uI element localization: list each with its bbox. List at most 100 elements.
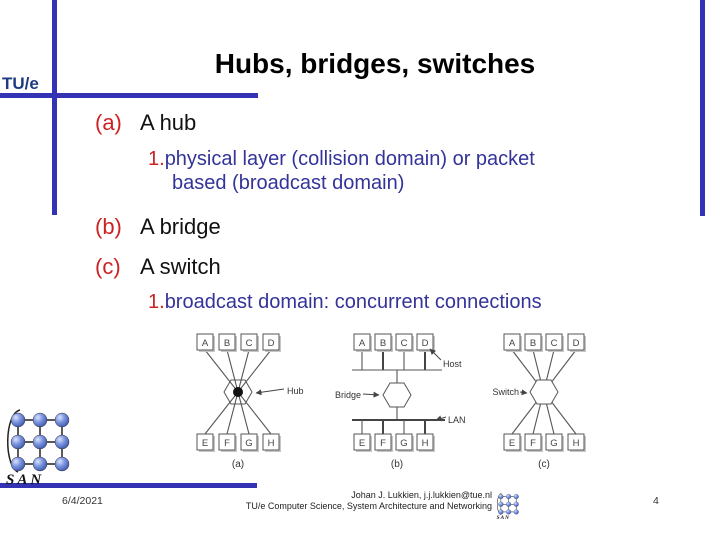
host-box: G (240, 433, 259, 452)
footer-author: Johan J. Lukkien, j.j.lukkien@tue.nl (351, 490, 492, 500)
page-number: 4 (653, 495, 659, 507)
host-letter: E (509, 438, 515, 449)
host-arrow-icon (429, 348, 442, 361)
san-logo-small-text: SAN (497, 515, 510, 521)
host-annotation: Host (443, 359, 462, 369)
host-letter: A (509, 338, 516, 349)
host-box: G (545, 433, 564, 452)
host-letter: H (422, 438, 429, 449)
sub-2-text: broadcast domain: concurrent connections (164, 291, 542, 313)
host-box: H (567, 433, 586, 452)
left-accent-line (52, 0, 57, 215)
host-box: C (395, 333, 414, 352)
switch-label: Switch (492, 387, 519, 397)
footer-credits: Johan J. Lukkien, j.j.lukkien@tue.nl TU/… (200, 490, 492, 512)
item-c-marker: (c) (95, 254, 121, 279)
host-box: F (218, 433, 237, 452)
switch-diagram: A B C D E F G H Switch (c) (492, 333, 586, 470)
host-letter: H (573, 438, 580, 449)
host-box: B (374, 333, 393, 352)
host-letter: C (551, 338, 558, 349)
list-item-c: (c) A switch (95, 254, 221, 280)
item-b-label: A bridge (140, 214, 221, 239)
san-logo: SAN (6, 409, 70, 488)
host-box: C (240, 333, 259, 352)
host-box: D (416, 333, 435, 352)
host-box: A (353, 333, 372, 352)
host-letter: A (359, 338, 366, 349)
right-accent-line (700, 0, 705, 216)
host-box: G (395, 433, 414, 452)
san-spheres-small (498, 494, 519, 515)
network-figure: A B C D E F G H Hub (a) A (196, 333, 586, 470)
host-letter: C (246, 338, 253, 349)
switch-arrow-icon (519, 389, 528, 396)
host-letter: G (550, 438, 557, 449)
sub-1-text-line1: physical layer (collision domain) or pac… (164, 148, 535, 170)
host-letter: E (202, 438, 208, 449)
host-box: H (416, 433, 435, 452)
host-box: E (196, 433, 215, 452)
host-box: B (218, 333, 237, 352)
host-letter: E (359, 438, 365, 449)
host-box: E (353, 433, 372, 452)
host-letter: F (380, 438, 386, 449)
sub-1-marker: 1. (148, 148, 165, 170)
sub-bullet-1-line2: based (broadcast domain) (172, 172, 404, 195)
tue-logo: TU/e (2, 74, 39, 93)
title-underline-line (0, 93, 258, 98)
host-letter: G (400, 438, 407, 449)
host-box: D (262, 333, 281, 352)
bridge-diagram: A B C D E F G H Bridge Host LAN (b) (335, 333, 466, 470)
san-logo-small: SAN (497, 492, 519, 521)
host-letter: D (422, 338, 429, 349)
host-box: E (503, 433, 522, 452)
host-letter: F (530, 438, 536, 449)
host-letter: C (401, 338, 408, 349)
host-box: A (196, 333, 215, 352)
host-box: F (374, 433, 393, 452)
host-box: C (545, 333, 564, 352)
hub-hexagon (223, 379, 253, 405)
host-letter: B (380, 338, 386, 349)
host-letter: G (245, 438, 252, 449)
footer-affiliation: TU/e Computer Science, System Architectu… (245, 501, 492, 511)
host-box: F (524, 433, 543, 452)
item-c-label: A switch (140, 254, 221, 279)
switch-hexagon (529, 379, 559, 405)
bridge-label: Bridge (335, 390, 361, 400)
host-box: A (503, 333, 522, 352)
lan-arrow-icon (435, 415, 447, 422)
sub-2-marker: 1. (148, 291, 165, 313)
bridge-arrow-icon (362, 391, 380, 398)
san-logo-text: SAN (6, 472, 44, 488)
caption-b: (b) (391, 459, 403, 470)
hub-diagram: A B C D E F G H Hub (a) (196, 333, 304, 470)
lan-annotation: LAN (448, 415, 466, 425)
caption-a: (a) (232, 459, 244, 470)
host-letter: F (224, 438, 230, 449)
host-box: H (262, 433, 281, 452)
item-a-label: A hub (140, 110, 197, 135)
host-letter: B (530, 338, 536, 349)
hub-arrow-icon (255, 388, 285, 396)
host-letter: D (573, 338, 580, 349)
list-item-b: (b) A bridge (95, 214, 221, 240)
sub-bullet-2: 1.broadcast domain: concurrent connectio… (148, 291, 542, 314)
host-letter: A (202, 338, 209, 349)
item-b-marker: (b) (95, 214, 122, 239)
hub-dot (233, 387, 243, 397)
footer-date: 6/4/2021 (62, 495, 103, 507)
caption-c: (c) (538, 459, 550, 470)
san-spheres (10, 412, 70, 472)
host-letter: D (268, 338, 275, 349)
sub-1-text-line2: based (broadcast domain) (172, 172, 405, 194)
footer-divider-line (0, 483, 257, 488)
host-letter: H (268, 438, 275, 449)
bridge-hexagon (382, 382, 412, 408)
host-box: D (567, 333, 586, 352)
page-title: Hubs, bridges, switches (214, 48, 536, 79)
item-a-marker: (a) (95, 110, 122, 135)
hub-label: Hub (287, 386, 304, 396)
